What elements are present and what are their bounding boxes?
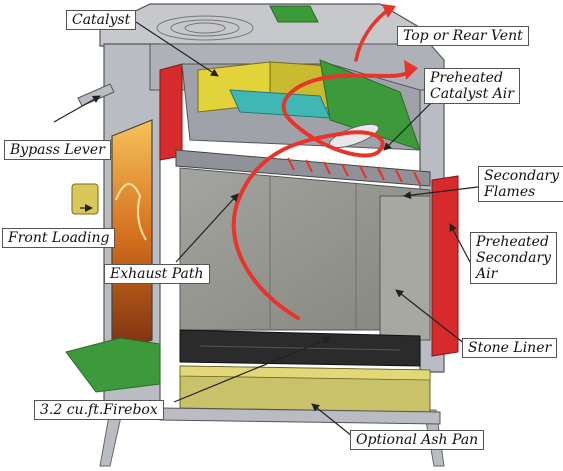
label-optional-ash-pan: Optional Ash Pan xyxy=(350,430,484,450)
label-preheated-catalyst-air: Preheated Catalyst Air xyxy=(424,68,520,104)
label-preheated-secondary-air-line2: Secondary xyxy=(476,250,551,266)
label-preheated-secondary-air-line3: Air xyxy=(476,266,551,282)
red-panel-front xyxy=(160,64,182,160)
green-ash-lip xyxy=(66,338,160,392)
label-secondary-flames-line2: Flames xyxy=(484,184,559,200)
label-optional-ash-pan-text: Optional Ash Pan xyxy=(356,432,478,448)
ash-pan xyxy=(160,366,440,424)
label-firebox: 3.2 cu.ft.Firebox xyxy=(34,400,164,420)
label-preheated-secondary-air-line1: Preheated xyxy=(476,234,551,250)
label-firebox-text: 3.2 cu.ft.Firebox xyxy=(40,402,158,418)
label-bypass-lever-text: Bypass Lever xyxy=(10,142,105,158)
label-secondary-flames-line1: Secondary xyxy=(484,168,559,184)
label-catalyst: Catalyst xyxy=(66,10,136,30)
label-top-rear-vent: Top or Rear Vent xyxy=(397,26,529,46)
stove-top xyxy=(100,4,424,46)
label-exhaust-path: Exhaust Path xyxy=(104,264,210,284)
firebox-grate xyxy=(180,330,420,366)
label-top-rear-vent-text: Top or Rear Vent xyxy=(403,28,523,44)
label-front-loading: Front Loading xyxy=(2,228,115,248)
label-secondary-flames: Secondary Flames xyxy=(478,166,563,202)
firebox-stone-liner xyxy=(180,168,430,340)
door-handle xyxy=(72,184,98,214)
label-preheated-secondary-air: Preheated Secondary Air xyxy=(470,232,557,284)
label-catalyst-text: Catalyst xyxy=(72,12,130,28)
label-exhaust-path-text: Exhaust Path xyxy=(110,266,204,282)
label-stone-liner: Stone Liner xyxy=(462,338,557,358)
label-preheated-catalyst-air-line1: Preheated xyxy=(430,70,514,86)
label-bypass-lever: Bypass Lever xyxy=(4,140,111,160)
label-front-loading-text: Front Loading xyxy=(8,230,109,246)
label-stone-liner-text: Stone Liner xyxy=(468,340,551,356)
label-preheated-catalyst-air-line2: Catalyst Air xyxy=(430,86,514,102)
